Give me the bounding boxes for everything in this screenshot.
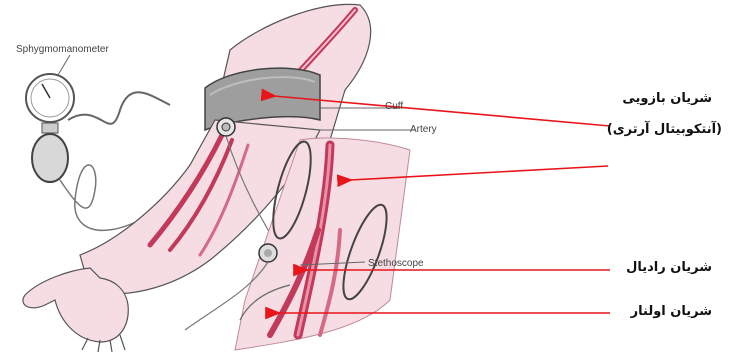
brachial-artery-annotation: شریان بازویی — [622, 91, 712, 106]
gauge-dial — [26, 74, 74, 122]
radial-artery-annotation: شریان رادیال — [626, 260, 712, 275]
artery-label: Artery — [410, 124, 437, 135]
stethoscope-diaphragm — [259, 244, 277, 262]
antecubital-artery-annotation: (آنتکوبیتال آرتری) — [607, 122, 722, 137]
sphygmomanometer-label: Sphygmomanometer — [16, 44, 109, 55]
gauge-tubing — [68, 92, 170, 124]
stethoscope-chestpiece — [217, 118, 235, 136]
ulnar-artery-annotation: شریان اولنار — [631, 304, 712, 319]
stethoscope-label: Stethoscope — [368, 258, 424, 269]
cuff-label: Cuff — [385, 101, 403, 112]
inflation-bulb — [32, 123, 68, 182]
